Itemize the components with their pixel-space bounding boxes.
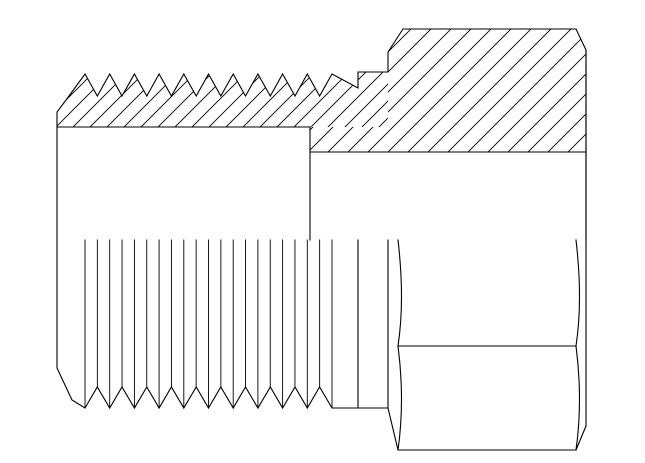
hatch-line [310, 29, 441, 152]
hatch-line [310, 29, 321, 152]
hatch-line [379, 29, 561, 152]
hatch-line [0, 0, 30, 180]
hatch-line [0, 0, 47, 180]
hatch-line [120, 0, 300, 180]
section-outline [56, 49, 587, 241]
hatch-line [70, 72, 252, 127]
hatch-line [600, 0, 645, 180]
hatch-line [394, 0, 574, 180]
hatch-line [274, 72, 388, 127]
hatch-line [138, 72, 320, 127]
hatch-line [87, 72, 269, 127]
hatch-line [310, 29, 461, 152]
hatch-line [428, 0, 608, 180]
hatch-line [419, 29, 586, 152]
hatch-line [57, 72, 99, 127]
hatch-line [121, 72, 303, 127]
hatch-line [445, 0, 625, 180]
hatch-line [399, 29, 581, 152]
hatch-line [310, 29, 361, 152]
hatch-line [459, 29, 586, 152]
hatch-line [172, 72, 354, 127]
hatch-line [308, 72, 388, 127]
hatch-line [479, 29, 586, 152]
hatch-line [57, 72, 65, 127]
hatch-line [189, 72, 371, 127]
lower-thread-profile [56, 239, 389, 410]
thread-crest-lines [84, 239, 359, 409]
hatch-line [57, 72, 201, 127]
hatch-line [57, 72, 133, 127]
hatch-line [499, 29, 586, 152]
hatch-line [310, 29, 341, 152]
hatch-line [104, 72, 286, 127]
hatch-line [310, 29, 481, 152]
hatch-line [155, 72, 337, 127]
hatch-line [559, 29, 586, 152]
hatch-line [310, 29, 381, 152]
hex-flats-outline [397, 239, 581, 451]
hatch-line [257, 72, 388, 127]
hatch-line [539, 29, 586, 152]
hex-body-hatching [120, 0, 645, 180]
upper-section-view [0, 0, 645, 241]
hatch-line [57, 72, 82, 127]
lower-exterior-view [56, 239, 587, 451]
hatch-line [291, 72, 388, 127]
hatch-line [57, 72, 218, 127]
hatch-line [579, 29, 586, 152]
hatch-line [57, 72, 184, 127]
hatch-line [342, 72, 388, 127]
hatch-line [519, 29, 586, 152]
hex-chamfer-line [575, 425, 587, 451]
hatch-line [240, 72, 388, 127]
thread-hatching [0, 0, 625, 180]
hatch-line [359, 29, 541, 152]
hatch-line [325, 72, 388, 127]
thread-profile [56, 28, 587, 153]
hatch-line [57, 72, 167, 127]
hatch-line [620, 0, 645, 180]
hatch-line [223, 72, 388, 127]
hex-nut-exterior [387, 239, 587, 451]
hatch-line [319, 29, 501, 152]
hatch-line [439, 29, 586, 152]
hatch-line [411, 0, 591, 180]
hex-bottom-chamfer [387, 407, 399, 451]
hatch-line [206, 72, 388, 127]
hatch-line [339, 29, 521, 152]
